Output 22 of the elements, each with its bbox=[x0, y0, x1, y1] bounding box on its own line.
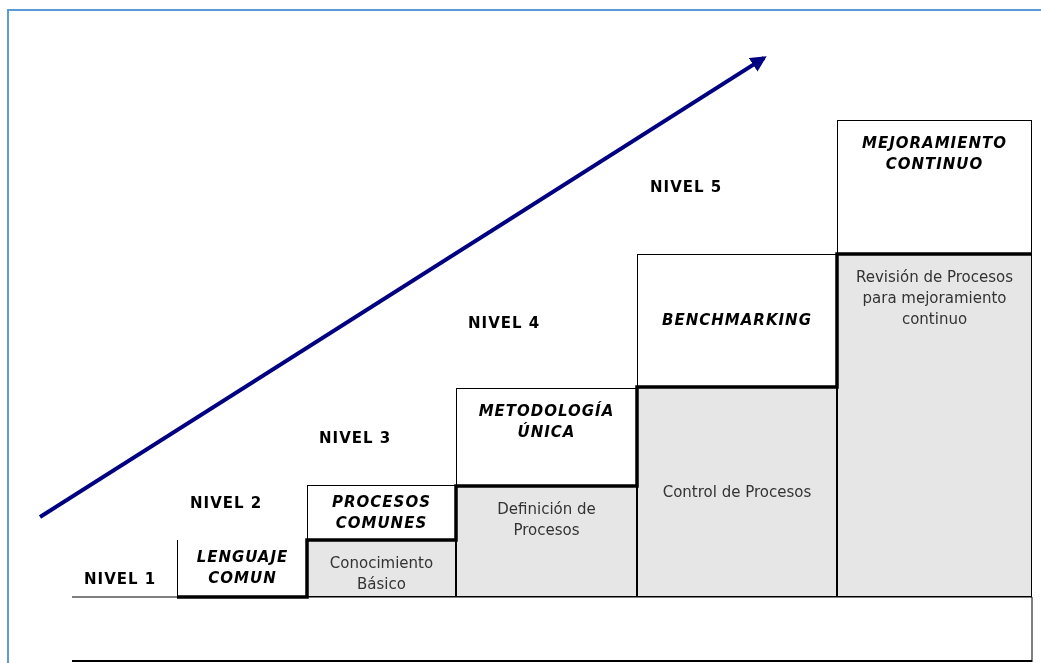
description-text: Definición de Procesos bbox=[496, 499, 597, 541]
stage-box bbox=[307, 485, 456, 540]
level-label: NIVEL 1 bbox=[84, 570, 157, 588]
description-box bbox=[837, 254, 1032, 597]
stage-box bbox=[637, 254, 837, 387]
level-label: NIVEL 3 bbox=[319, 429, 392, 447]
stage-box bbox=[456, 388, 637, 486]
stage-title: PROCESOS COMUNES bbox=[331, 491, 432, 534]
stage-box bbox=[837, 120, 1032, 254]
stage-title: MEJORAMIENTO CONTINUO bbox=[861, 133, 1008, 175]
level-label: NIVEL 2 bbox=[190, 494, 263, 512]
level-label: NIVEL 5 bbox=[650, 178, 723, 196]
stage-title: LENGUAJE COMUN bbox=[195, 547, 290, 589]
description-text: Revisión de Procesos para mejoramiento continuo bbox=[854, 267, 1015, 330]
description-text: Control de Procesos bbox=[662, 481, 812, 503]
description-text: Conocimiento Básico bbox=[328, 553, 435, 595]
description-box bbox=[637, 387, 837, 597]
stage-title: BENCHMARKING bbox=[662, 310, 812, 331]
level-label: NIVEL 4 bbox=[468, 314, 541, 332]
description-box bbox=[307, 540, 456, 597]
stage-title: METODOLOGÍA ÚNICA bbox=[477, 401, 616, 443]
description-box bbox=[456, 486, 637, 597]
